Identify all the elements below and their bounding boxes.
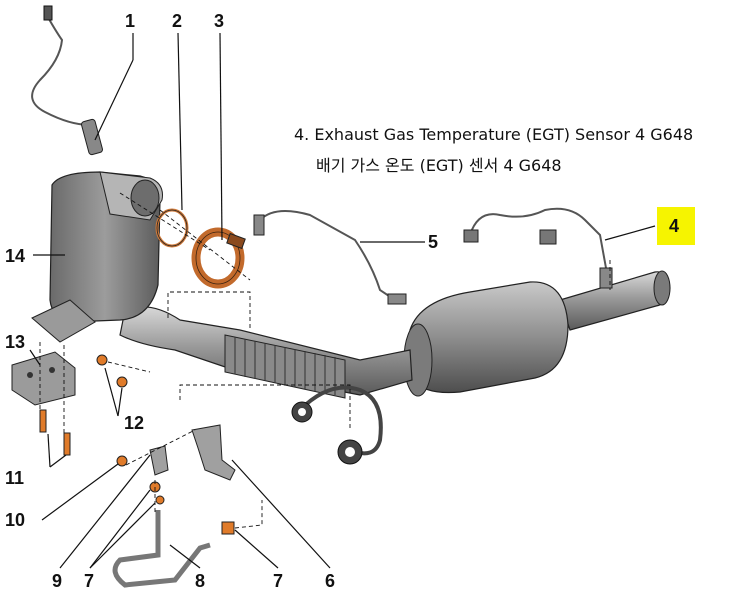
rubber-mount-7c (221, 521, 235, 535)
sensor-4-wire (469, 207, 607, 269)
converter-bracket (31, 299, 96, 343)
callout-1: 1 (125, 11, 136, 31)
nut-12-b (116, 376, 128, 388)
hanger-rod-8 (112, 510, 211, 588)
sensor-4-body (599, 267, 613, 289)
nut-10 (116, 455, 128, 467)
harness-cable (298, 385, 383, 456)
callout-3: 3 (214, 11, 225, 31)
tail-pipe-outlet (653, 270, 671, 306)
callout-8: 8 (195, 571, 206, 591)
sensor-1-wire (31, 11, 101, 151)
sensor-1-body (81, 118, 103, 156)
sensor-5-body (387, 293, 407, 305)
bolt-11-a (39, 409, 47, 433)
sensor-5-wire (259, 210, 396, 301)
caption-korean: 배기 가스 온도 (EGT) 센서 4 G648 (316, 156, 562, 175)
callout-7a: 7 (84, 571, 95, 591)
callout-4-highlight (657, 207, 695, 245)
callout-13: 13 (5, 332, 26, 352)
bolt-11-b (63, 432, 71, 456)
callout-12: 12 (124, 413, 145, 433)
callout-2: 2 (172, 11, 183, 31)
hanger-bracket-9 (149, 445, 169, 476)
rubber-mount-7b (155, 495, 165, 505)
callout-7b: 7 (273, 571, 284, 591)
callout-6: 6 (325, 571, 336, 591)
tail-pipe (559, 271, 671, 331)
flex-bellows (224, 334, 346, 399)
caption-english: 4. Exhaust Gas Temperature (EGT) Sensor … (294, 125, 694, 144)
callout-11: 11 (5, 468, 25, 488)
callout-9: 9 (52, 571, 63, 591)
leader-lines (29, 32, 656, 569)
hanger-bracket-6 (191, 424, 236, 481)
converter-outlet (130, 179, 160, 217)
callout-14: 14 (5, 246, 26, 266)
callout-10: 10 (5, 510, 26, 530)
callout-5: 5 (428, 232, 439, 252)
assembly-lines (39, 192, 611, 529)
muffler-body (407, 281, 569, 394)
nut-12-a (96, 354, 108, 366)
callout-4: 4 (669, 216, 680, 236)
mount-bracket (11, 351, 76, 406)
